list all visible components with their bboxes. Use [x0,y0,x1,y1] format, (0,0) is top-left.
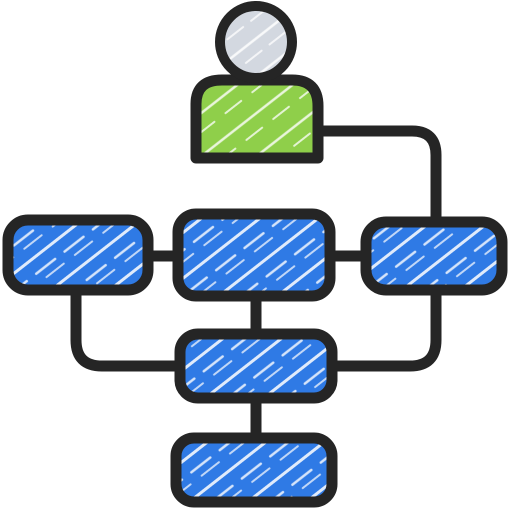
workflow-boxes [2,208,508,508]
person-icon [190,1,324,164]
left-box [2,214,154,296]
person-body [190,74,324,164]
connector-lines [70,125,442,446]
connector-left-to-middle [70,284,186,372]
connector-right-to-middle [326,284,442,372]
connector-user-to-right-box [312,125,442,228]
bottom-box [170,432,338,508]
center-box [172,208,336,302]
person-head [215,1,297,83]
right-box [360,216,508,296]
middle-box [174,328,338,404]
